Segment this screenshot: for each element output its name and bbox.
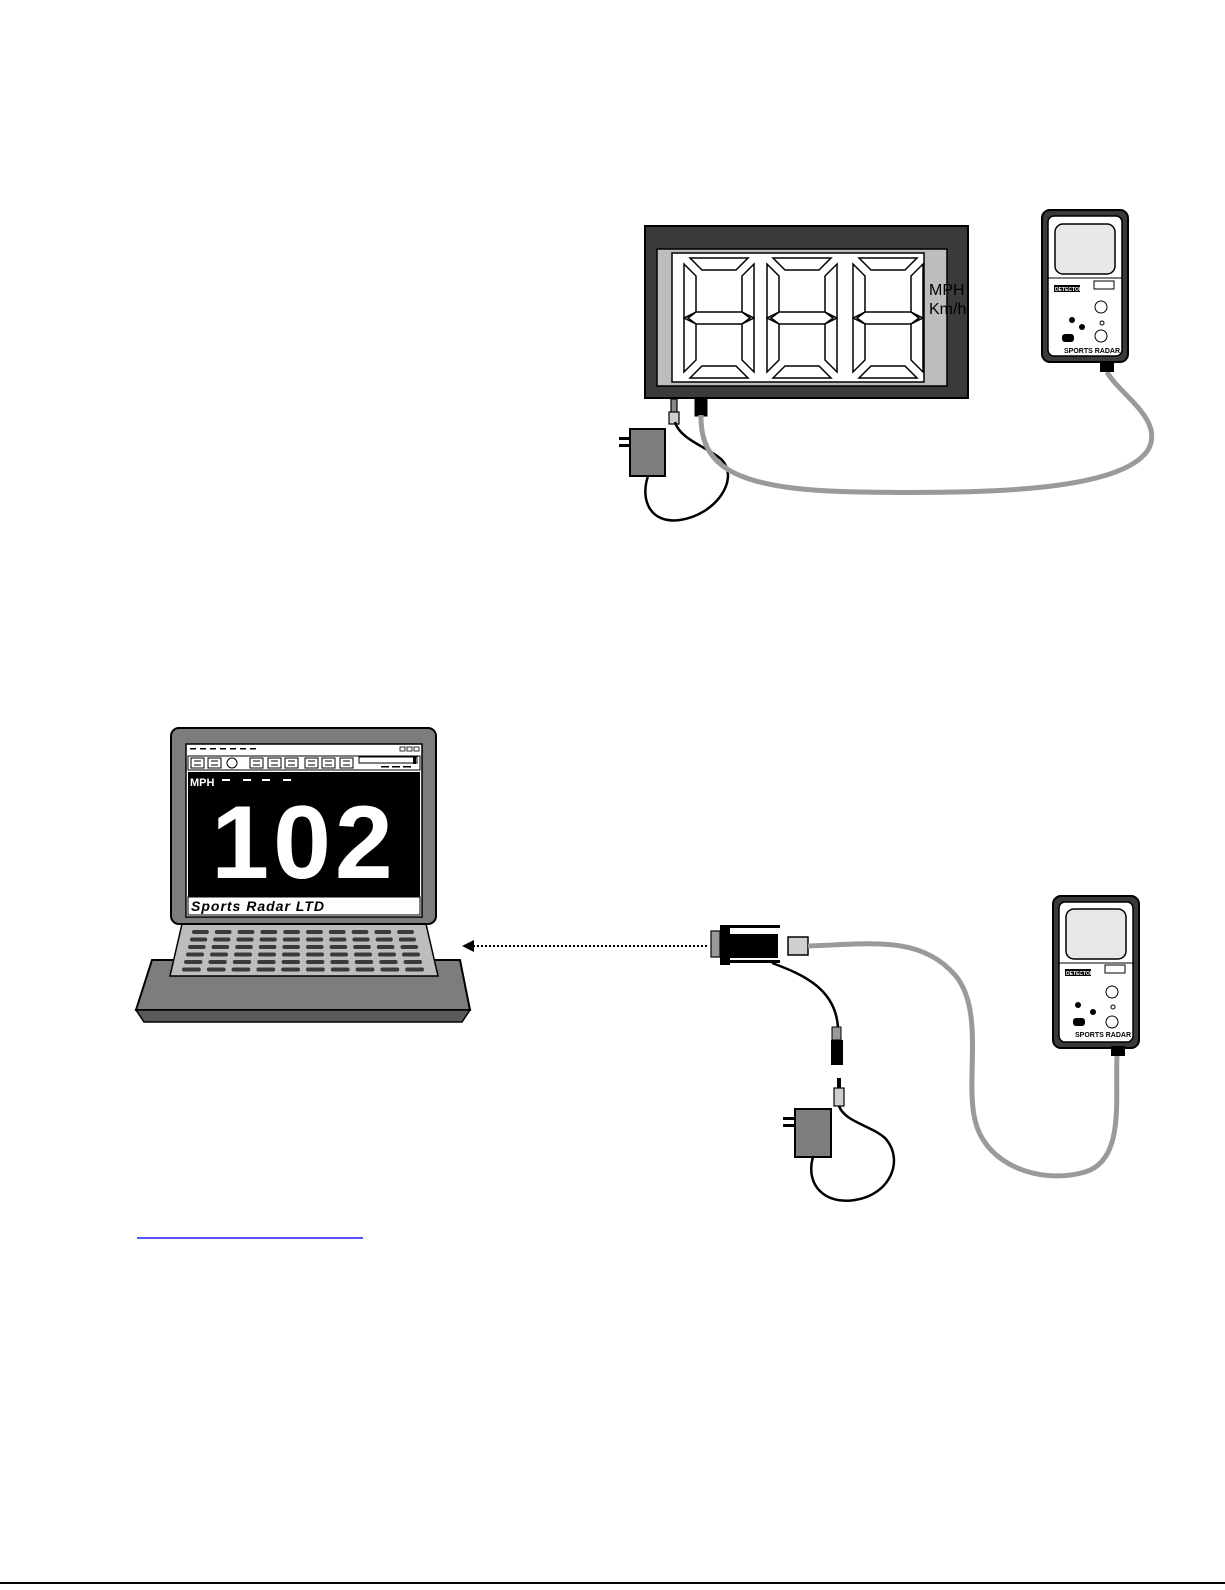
key: [256, 968, 275, 972]
key: [376, 938, 393, 942]
toolbar-button: [340, 758, 353, 768]
key: [354, 953, 372, 957]
key: [188, 945, 206, 949]
key: [306, 938, 323, 942]
key: [329, 938, 346, 942]
progress-track: [359, 757, 417, 763]
radar-brand-label: SPORTS RADAR: [1064, 348, 1120, 355]
key: [207, 968, 226, 972]
key: [208, 960, 226, 964]
key: [192, 930, 209, 934]
key: [356, 968, 375, 972]
key: [353, 945, 371, 949]
toolbar-button: [250, 758, 263, 768]
radar-logo-text: DETECTOR: [1055, 287, 1083, 293]
key: [352, 938, 369, 942]
key: [282, 945, 300, 949]
key: [399, 938, 416, 942]
key: [232, 968, 251, 972]
key: [213, 938, 230, 942]
key: [215, 930, 232, 934]
display-units-kmh: Km/h: [929, 301, 966, 318]
key: [329, 930, 346, 934]
key: [234, 953, 252, 957]
toolbar-button: [285, 758, 298, 768]
key: [397, 930, 414, 934]
display-units-mph: MPH: [929, 282, 965, 299]
key: [330, 953, 348, 957]
key: [306, 968, 325, 972]
laptop-icon: MPH 102 Sports Radar LTD: [136, 728, 470, 1022]
key: [235, 945, 253, 949]
power-adapter-icon: [783, 1106, 894, 1201]
key: [212, 945, 230, 949]
key: [374, 930, 391, 934]
speed-display-board: MPH Km/h: [645, 226, 968, 398]
toolbar-button: [208, 758, 221, 768]
key: [282, 960, 300, 964]
key: [210, 953, 228, 957]
key: [236, 938, 253, 942]
key: [331, 968, 350, 972]
record-icon: [227, 758, 237, 768]
laptop-speed-value: 102: [211, 785, 397, 901]
key: [402, 953, 420, 957]
key: [306, 960, 324, 964]
key: [184, 960, 202, 964]
key: [258, 953, 276, 957]
key: [405, 968, 424, 972]
key: [306, 945, 324, 949]
key: [281, 968, 300, 972]
key: [330, 945, 348, 949]
key: [233, 960, 251, 964]
radar-gun-top: DETECTOR SPORTS RADAR: [1042, 210, 1128, 372]
key: [306, 930, 323, 934]
key: [238, 930, 255, 934]
key: [259, 945, 277, 949]
key: [355, 960, 373, 964]
toolbar-button: [191, 758, 204, 768]
key: [260, 938, 277, 942]
key: [283, 930, 300, 934]
key: [379, 960, 397, 964]
key: [282, 953, 300, 957]
key: [400, 945, 418, 949]
radar-gun-bottom: DETECTOR SPORTS RADAR: [1053, 896, 1139, 1056]
laptop-brand-label: Sports Radar LTD: [191, 898, 325, 914]
key: [380, 968, 399, 972]
key: [404, 960, 422, 964]
key: [260, 930, 277, 934]
data-flow-arrow: [462, 940, 707, 952]
key: [186, 953, 204, 957]
key: [283, 938, 300, 942]
key: [190, 938, 207, 942]
toolbar-button: [305, 758, 318, 768]
power-adapter-icon: [619, 422, 728, 520]
key: [306, 953, 324, 957]
toolbar-button: [268, 758, 281, 768]
key: [182, 968, 201, 972]
page-bottom-rule: [0, 1582, 1225, 1584]
key: [378, 953, 396, 957]
adapter-power-lead: [772, 963, 844, 1106]
key: [257, 960, 275, 964]
radar-logo-text: DETECTOR: [1066, 971, 1094, 977]
key: [377, 945, 395, 949]
serial-adapter-icon: [711, 925, 808, 965]
key: [352, 930, 369, 934]
key: [330, 960, 348, 964]
radar-brand-label: SPORTS RADAR: [1075, 1032, 1131, 1039]
toolbar-button: [322, 758, 335, 768]
